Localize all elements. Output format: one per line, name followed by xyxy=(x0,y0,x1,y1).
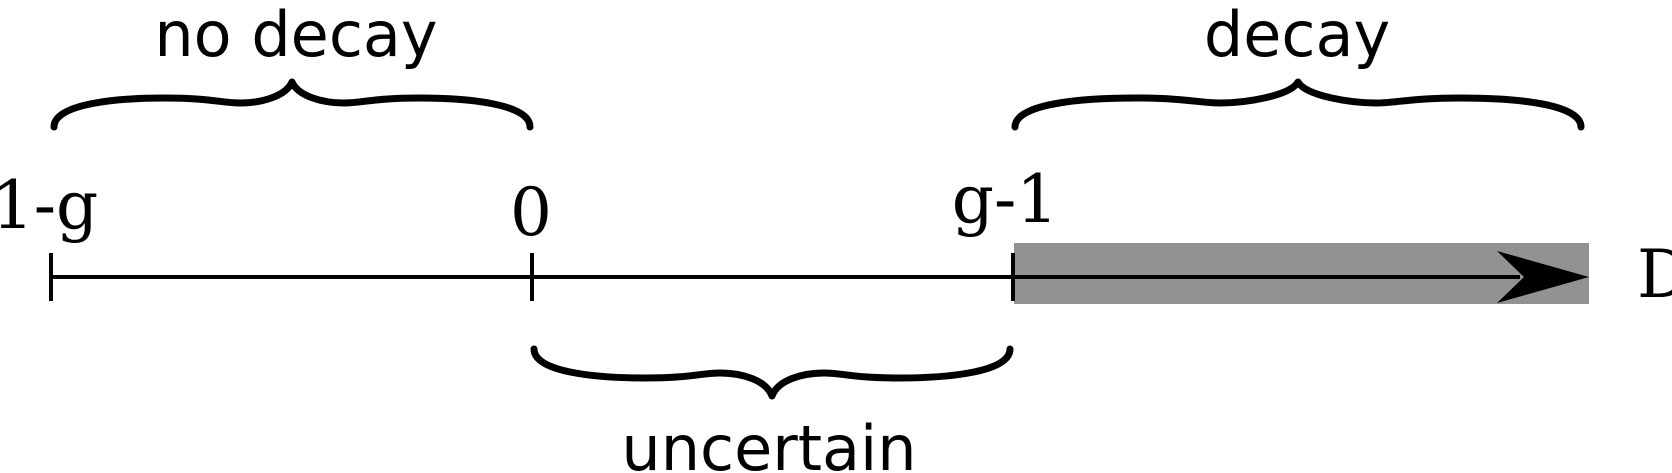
brace-label-uncertain: uncertain xyxy=(621,412,916,473)
brace-no-decay xyxy=(50,78,534,131)
brace-uncertain xyxy=(530,345,1014,400)
decay-region-band xyxy=(1014,243,1589,304)
tick-label-right: g-1 xyxy=(952,161,1059,238)
tick-label-left: 1-g xyxy=(0,167,98,244)
tick-label-middle: 0 xyxy=(510,174,552,251)
axis-label: D xyxy=(1637,236,1672,313)
brace-label-no-decay: no decay xyxy=(154,0,437,71)
brace-decay xyxy=(1011,78,1585,131)
brace-label-decay: decay xyxy=(1204,0,1390,71)
axis-arrowhead xyxy=(1497,251,1589,303)
